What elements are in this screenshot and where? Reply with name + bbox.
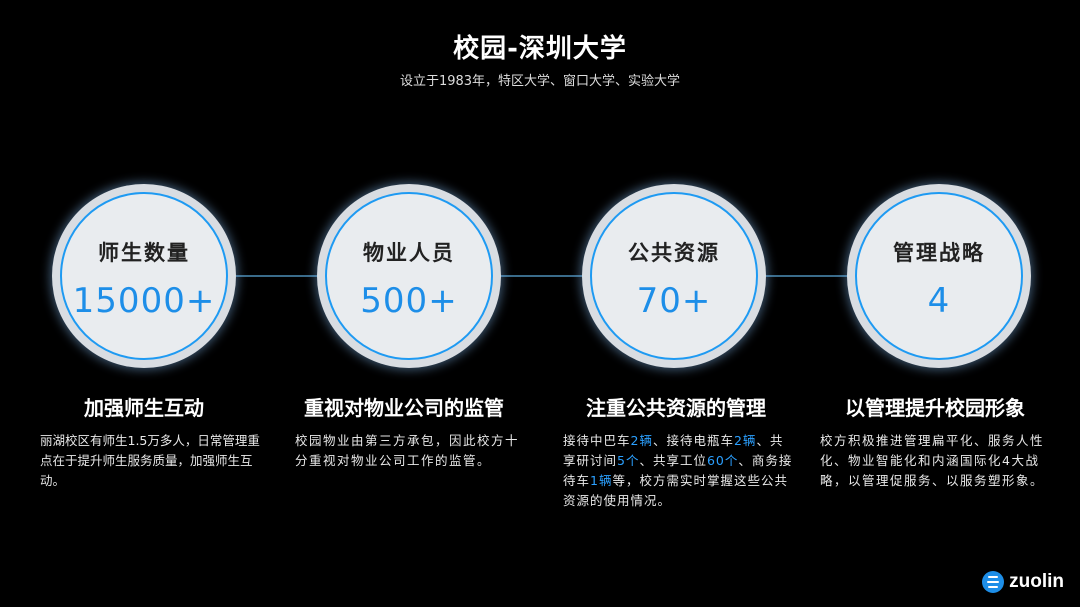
column-heading: 以管理提升校园形象	[845, 396, 1025, 420]
stat-label: 物业人员	[363, 241, 455, 265]
page-subtitle: 设立于1983年，特区大学、窗口大学、实验大学	[399, 74, 681, 89]
desc-highlight: 2辆	[733, 433, 757, 448]
stat-value: 500+	[360, 281, 458, 321]
stat-circle-staff: 物业人员 500+	[317, 184, 501, 368]
stat-value: 4	[927, 281, 951, 321]
stat-value: 70+	[636, 281, 712, 321]
stat-circle-inner: 物业人员 500+	[325, 192, 493, 360]
brand-name: zuolin	[1009, 571, 1064, 592]
desc-text: 接待中巴车	[563, 433, 631, 448]
desc-highlight: 2辆	[630, 433, 653, 448]
stat-value: 15000+	[72, 281, 216, 321]
column-heading: 注重公共资源的管理	[586, 396, 766, 420]
desc-text: 等，校方需实时掌握这些公共资源的使用情况。	[563, 473, 788, 508]
stat-label: 师生数量	[98, 241, 190, 265]
column-heading: 加强师生互动	[84, 396, 204, 420]
stat-circle-students: 师生数量 15000+	[52, 184, 236, 368]
zuolin-logo-icon	[982, 571, 1005, 593]
page-title: 校园-深圳大学	[453, 34, 627, 64]
stat-label: 管理战略	[893, 241, 985, 265]
desc-text: 、共享工位	[639, 453, 707, 468]
desc-text: 、商务接待车	[563, 453, 793, 488]
desc-highlight: 1辆	[590, 473, 613, 488]
stat-circle-strategy: 管理战略 4	[847, 184, 1031, 368]
column-heading: 重视对物业公司的监管	[304, 396, 504, 420]
brand-logo: zuolin	[982, 571, 1064, 593]
column-description: 丽湖校区有师生1.5万多人，日常管理重点在于提升师生服务质量，加强师生互动。	[40, 433, 260, 488]
column-description: 校方积极推进管理扁平化、服务人性化、物业智能化和内涵国际化4大战略，以管理促服务…	[820, 433, 1045, 488]
desc-text: 、共享研讨间	[563, 433, 784, 468]
desc-highlight: 5个	[617, 453, 640, 468]
connector-line-1	[236, 275, 320, 277]
stat-circle-resources: 公共资源 70+	[582, 184, 766, 368]
desc-highlight: 60个	[706, 453, 739, 468]
column-description: 接待中巴车2辆、接待电瓶车2辆、共享研讨间5个、共享工位60个、商务接待车1辆等…	[563, 431, 795, 511]
desc-text: 、接待电瓶车	[652, 433, 734, 448]
stat-circle-inner: 公共资源 70+	[590, 192, 758, 360]
stat-label: 公共资源	[628, 241, 720, 265]
connector-line-2	[500, 275, 584, 277]
column-description: 校园物业由第三方承包，因此校方十分重视对物业公司工作的监管。	[295, 433, 520, 468]
stat-circle-inner: 管理战略 4	[855, 192, 1023, 360]
stat-circle-inner: 师生数量 15000+	[60, 192, 228, 360]
connector-line-3	[764, 275, 850, 277]
